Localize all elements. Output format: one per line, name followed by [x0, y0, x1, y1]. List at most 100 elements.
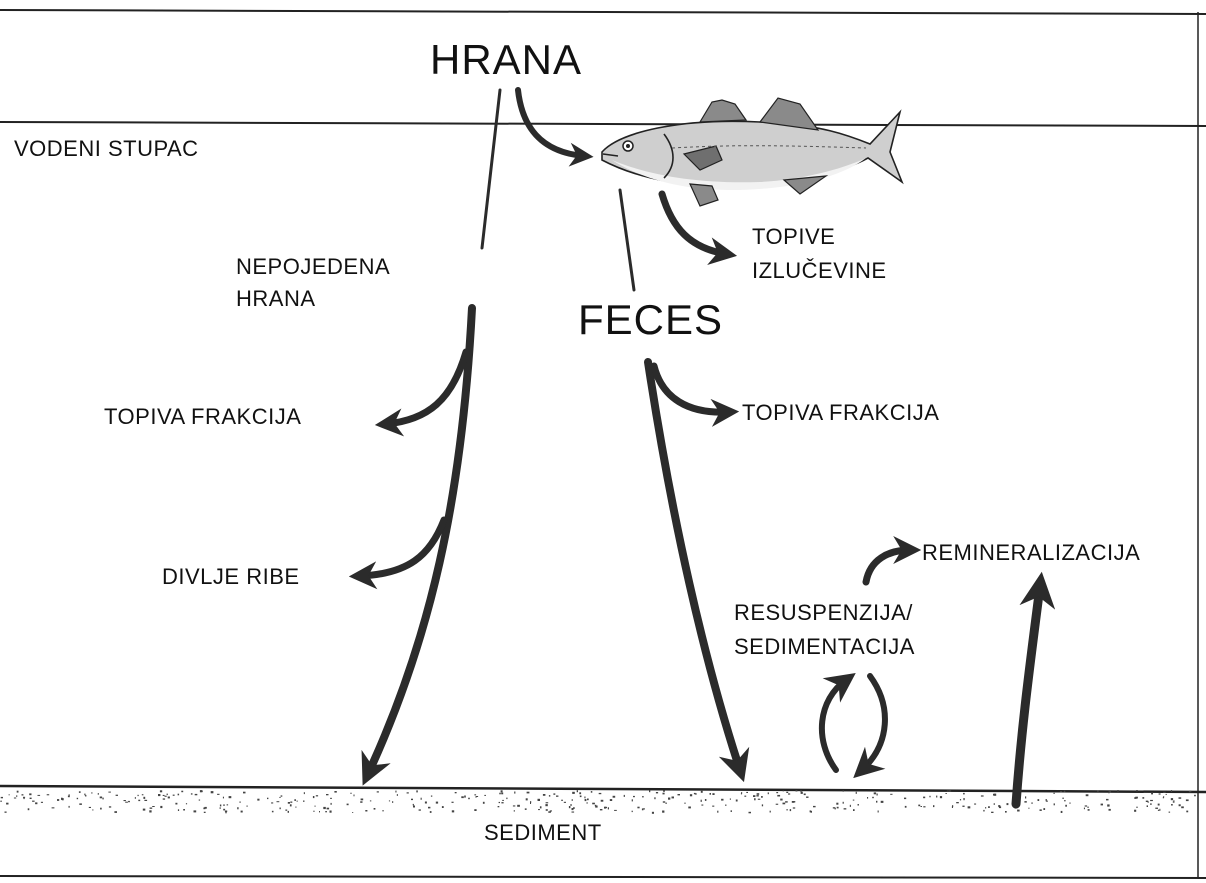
sediment-speck: [918, 805, 920, 807]
sediment-speck: [91, 792, 92, 793]
sediment-speck: [1086, 794, 1089, 796]
sediment-speck: [413, 806, 415, 808]
sediment-speck: [749, 812, 752, 814]
sediment-speck: [419, 809, 421, 810]
sediment-speck: [175, 803, 177, 805]
sediment-speck: [30, 798, 32, 799]
sediment-speck: [874, 792, 876, 794]
sediment-speck: [793, 807, 795, 808]
label-water-column: VODENI STUPAC: [14, 136, 199, 161]
sediment-speck: [796, 790, 798, 791]
label-food: HRANA: [430, 36, 582, 84]
arrow-unfed-to-wild-fish: [360, 520, 444, 576]
sediment-speck: [833, 807, 836, 808]
sediment-speck: [573, 807, 575, 809]
sediment-speck: [952, 806, 953, 808]
sediment-speck: [57, 799, 59, 801]
sediment-speck: [1194, 795, 1196, 797]
sediment-speck: [246, 806, 247, 807]
sediment-speck: [1163, 792, 1166, 793]
sediment-speck: [877, 794, 878, 796]
sediment-speck: [1054, 803, 1055, 805]
sediment-speck: [688, 807, 691, 809]
sediment-speck: [1109, 809, 1111, 811]
sediment-speck: [1064, 800, 1066, 801]
sediment-speck: [741, 793, 742, 794]
sediment-speck: [968, 806, 971, 808]
sediment-speck: [1043, 808, 1045, 810]
sediment-speck: [1179, 804, 1181, 806]
sediment-speck: [538, 809, 540, 810]
sediment-speck: [843, 790, 844, 791]
sediment-speck: [102, 798, 103, 800]
sediment-speck: [89, 807, 91, 808]
sediment-speck: [23, 798, 24, 800]
sediment-speck: [1117, 790, 1119, 791]
sediment-speck: [761, 796, 763, 798]
sediment-speck: [656, 792, 658, 793]
sediment-speck: [476, 796, 478, 797]
sediment-speck: [330, 798, 332, 799]
sediment-speck: [143, 809, 146, 811]
sediment-speck: [194, 810, 197, 812]
sediment-speck: [1158, 804, 1160, 806]
sediment-speck: [319, 811, 320, 812]
sediment-speck: [29, 793, 31, 795]
sediment-speck: [1159, 793, 1161, 794]
sediment-speck: [334, 791, 336, 793]
sediment-speck: [1038, 799, 1040, 801]
sediment-speck: [668, 798, 670, 800]
sediment-speck: [701, 805, 703, 806]
sediment-speck: [717, 811, 718, 813]
sediment-speck: [1171, 804, 1173, 805]
sediment-speck: [1163, 797, 1164, 798]
sediment-speck: [610, 799, 612, 801]
sediment-speck: [904, 798, 906, 800]
sediment-speck: [836, 803, 838, 805]
sediment-speck: [790, 809, 791, 811]
sediment-speck: [642, 809, 644, 811]
sediment-speck: [377, 791, 379, 792]
sediment-speck: [304, 792, 305, 794]
sediment-speck: [514, 792, 515, 794]
sediment-speck: [800, 790, 801, 792]
sediment-speck: [183, 809, 185, 811]
sediment-speck: [963, 798, 964, 800]
label-soluble-excretions-line2: IZLUČEVINE: [752, 258, 887, 283]
sediment-speck: [1028, 808, 1029, 809]
sediment-speck: [272, 811, 274, 813]
sediment-speck: [844, 808, 847, 809]
sediment-speck: [929, 796, 930, 798]
sediment-speck: [149, 810, 151, 812]
sediment-speck: [678, 794, 681, 795]
sediment-speck: [69, 794, 70, 795]
sediment-speck: [181, 791, 183, 793]
sediment-speck: [633, 796, 635, 797]
sediment-speck: [543, 794, 546, 796]
sediment-speck: [878, 811, 879, 813]
sediment-speck: [436, 802, 438, 804]
sediment-speck: [933, 805, 934, 807]
sediment-speck: [569, 806, 571, 808]
line-food-to-unfed: [482, 90, 500, 248]
sediment-speck: [572, 799, 573, 801]
sediment-speck: [354, 795, 355, 797]
sediment-speck: [158, 794, 160, 796]
sediment-speck: [690, 794, 692, 796]
sediment-speck: [452, 802, 454, 803]
sediment-speck: [143, 797, 145, 799]
sediment-speck: [124, 800, 126, 801]
sediment-speck: [561, 800, 563, 801]
sediment-speck: [392, 801, 393, 803]
sediment-speck: [960, 799, 961, 800]
sediment-speck: [499, 802, 500, 803]
sediment-speck: [220, 807, 221, 809]
sediment-speck: [14, 798, 16, 799]
sediment-speck: [6, 803, 8, 805]
sediment-speck: [1147, 805, 1148, 807]
sediment-speck: [940, 796, 942, 798]
sediment-speck: [313, 796, 315, 798]
sediment-speck: [1046, 801, 1048, 802]
sediment-speck: [294, 799, 296, 801]
